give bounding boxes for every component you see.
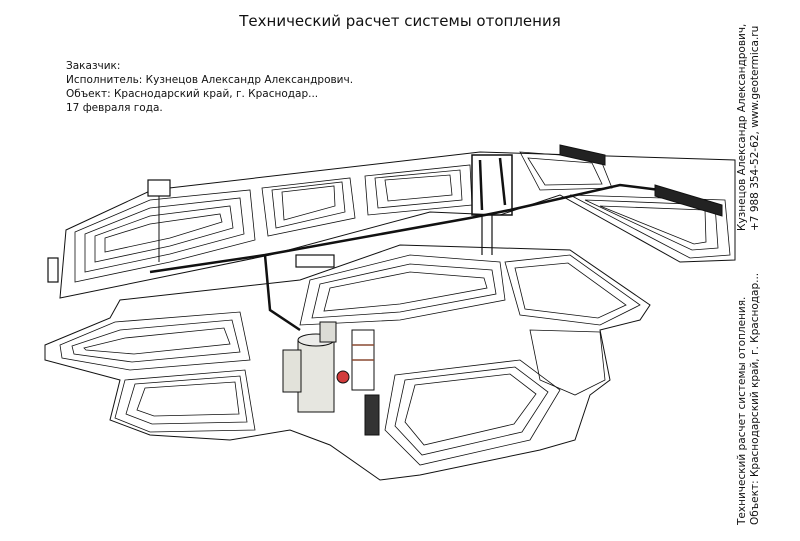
radiator <box>559 144 606 166</box>
radiator <box>47 257 59 283</box>
pipe-network <box>149 157 661 332</box>
lower-floor-outline <box>44 244 651 481</box>
boiler-room <box>282 321 380 436</box>
project-info: Заказчик: Исполнитель: Кузнецов Александ… <box>66 59 353 115</box>
upper-floor-loops <box>74 151 731 283</box>
radiator <box>295 254 335 268</box>
storage-tank <box>319 321 337 343</box>
radiator <box>147 179 171 197</box>
boiler <box>297 339 335 413</box>
expansion-tank <box>336 370 350 384</box>
riser-block <box>471 154 513 216</box>
radiator <box>654 184 723 217</box>
object-line: Объект: Краснодарский край, г. Краснодар… <box>66 88 319 100</box>
executor-line: Исполнитель: Кузнецов Александр Александ… <box>66 74 354 86</box>
page-title: Технический расчет системы отопления <box>239 12 561 30</box>
date-line: 17 февраля года. <box>66 102 163 114</box>
boiler-unit <box>282 349 302 393</box>
upper-floor-outline <box>59 151 736 299</box>
lower-floor-loops <box>59 254 641 466</box>
customer-line: Заказчик: <box>66 60 121 72</box>
